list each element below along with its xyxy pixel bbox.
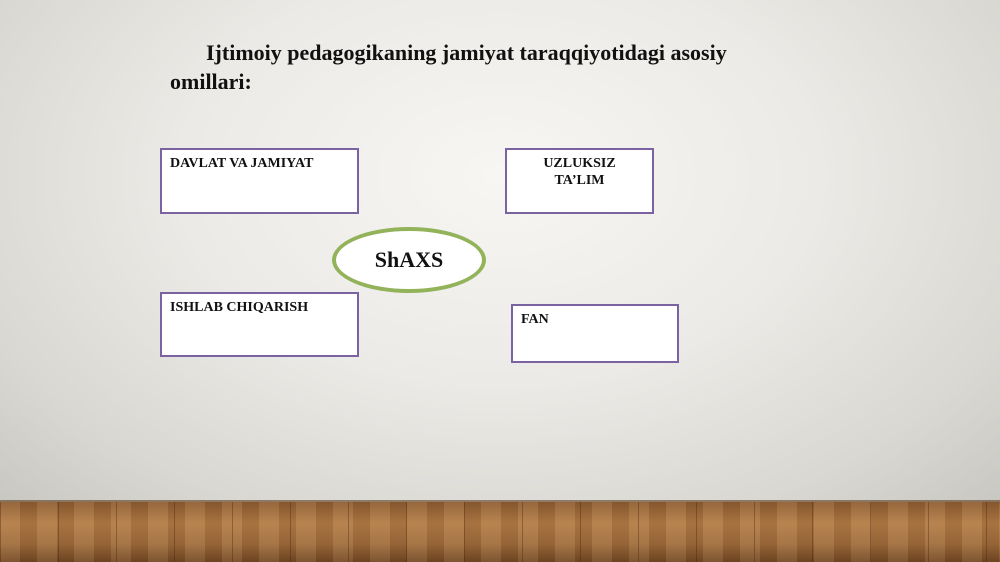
floor-edge	[0, 500, 1000, 503]
box-fan: FAN	[511, 304, 679, 363]
slide-title: Ijtimoiy pedagogikaning jamiyat taraqqiy…	[170, 38, 830, 96]
box-label-line-2: TA’LIM	[554, 173, 605, 188]
box-davlat-va-jamiyat: DAVLAT VA JAMIYAT	[160, 148, 359, 214]
title-line-1: Ijtimoiy pedagogikaning jamiyat taraqqiy…	[206, 40, 727, 65]
title-line-2: omillari:	[170, 69, 252, 94]
center-ellipse-shaxs: ShAXS	[332, 227, 486, 293]
box-label: ISHLAB CHIQARISH	[170, 300, 309, 315]
box-label: DAVLAT VA JAMIYAT	[170, 156, 314, 171]
box-uzluksiz-talim: UZLUKSIZ TA’LIM	[505, 148, 654, 214]
wooden-floor	[0, 502, 1000, 562]
center-label: ShAXS	[374, 247, 444, 272]
box-label-line-1: UZLUKSIZ	[543, 156, 616, 171]
box-label: FAN	[521, 312, 549, 327]
box-ishlab-chiqarish: ISHLAB CHIQARISH	[160, 292, 359, 357]
slide-background	[0, 0, 1000, 502]
